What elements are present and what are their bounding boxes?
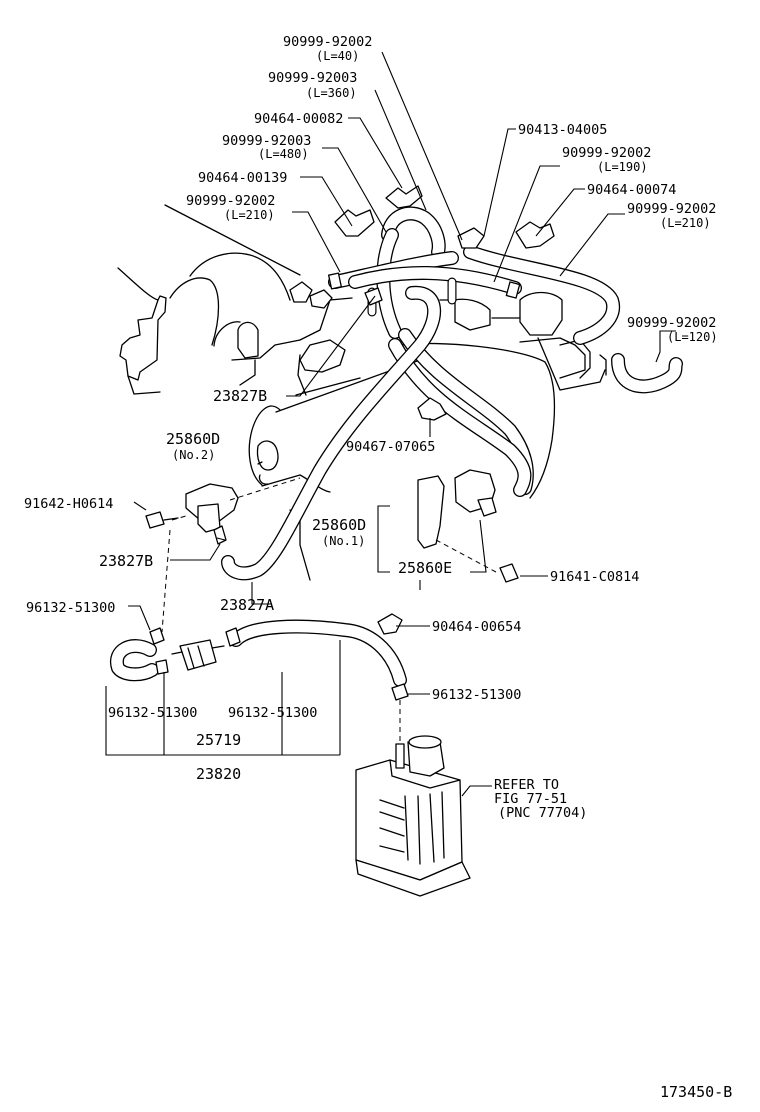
label-l120: (L=120) bbox=[667, 330, 718, 344]
label-90464-00139: 90464-00139 bbox=[198, 170, 287, 186]
clips bbox=[289, 185, 555, 421]
label-l190: (L=190) bbox=[597, 160, 648, 174]
label-refer-fig: FIG 77-51 bbox=[494, 791, 567, 807]
label-90464-00074: 90464-00074 bbox=[587, 182, 676, 198]
label-23827b-top: 23827B bbox=[213, 387, 267, 405]
label-refer-to: REFER TO bbox=[494, 777, 559, 793]
label-90999-92002-l40: 90999-92002 bbox=[283, 34, 372, 50]
label-23827b-bottom: 23827B bbox=[99, 552, 153, 570]
label-25860d-no2: 25860D bbox=[166, 430, 220, 448]
group-brackets bbox=[105, 505, 390, 756]
label-l210-right: (L=210) bbox=[660, 216, 711, 230]
label-96132-51300-bottom-mid: 96132-51300 bbox=[228, 705, 317, 721]
label-25860d-no1: 25860D bbox=[312, 516, 366, 534]
vsv-no1-bracket bbox=[417, 469, 519, 583]
label-25860e: 25860E bbox=[398, 559, 452, 577]
label-90413-04005: 90413-04005 bbox=[518, 122, 607, 138]
labels: 90999-92002 (L=40) 90999-92003 (L=360) 9… bbox=[24, 34, 732, 1101]
label-90467-07065: 90467-07065 bbox=[346, 439, 435, 455]
label-96132-51300-right: 96132-51300 bbox=[432, 687, 521, 703]
vsv-no2 bbox=[145, 483, 239, 545]
charcoal-canister bbox=[355, 735, 471, 897]
label-90999-92003-l480: 90999-92003 bbox=[222, 133, 311, 149]
label-90999-92002-l210-left: 90999-92002 bbox=[186, 193, 275, 209]
label-90464-00654: 90464-00654 bbox=[432, 619, 521, 635]
label-l40: (L=40) bbox=[316, 49, 359, 63]
label-25719: 25719 bbox=[196, 731, 241, 749]
label-90999-92002-l190: 90999-92002 bbox=[562, 145, 651, 161]
label-96132-51300-bottom-left: 96132-51300 bbox=[108, 705, 197, 721]
upper-hoses bbox=[221, 206, 683, 581]
label-90999-92002-l120: 90999-92002 bbox=[627, 315, 716, 331]
lower-assembly bbox=[110, 477, 497, 742]
label-l480: (L=480) bbox=[258, 147, 309, 161]
label-90999-92002-l210-right: 90999-92002 bbox=[627, 201, 716, 217]
figure-code: 173450-B bbox=[660, 1083, 732, 1101]
leader-lines bbox=[128, 51, 676, 797]
label-23827a: 23827A bbox=[220, 596, 274, 614]
label-91641-c0814: 91641-C0814 bbox=[550, 569, 639, 585]
label-90999-92003-l360: 90999-92003 bbox=[268, 70, 357, 86]
label-91642-h0614: 91642-H0614 bbox=[24, 496, 113, 512]
label-no2: (No.2) bbox=[172, 448, 215, 462]
label-96132-51300-top-left: 96132-51300 bbox=[26, 600, 115, 616]
label-no1: (No.1) bbox=[322, 534, 365, 548]
label-l360: (L=360) bbox=[306, 86, 357, 100]
engine-outline bbox=[117, 204, 607, 581]
label-refer-pnc: (PNC 77704) bbox=[498, 805, 587, 821]
label-23820: 23820 bbox=[196, 765, 241, 783]
label-90464-00082: 90464-00082 bbox=[254, 111, 343, 127]
label-l210-left: (L=210) bbox=[224, 208, 275, 222]
